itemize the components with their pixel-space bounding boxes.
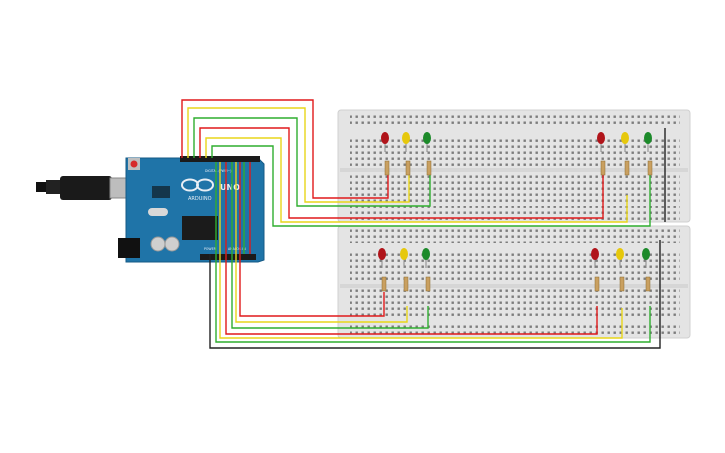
arduino-logo-icon [181,178,214,192]
wire-green-4 [215,162,651,343]
led-red-top-right[interactable] [597,132,605,152]
wire-yellow-2 [205,137,628,223]
arduino-board[interactable]: ARDUINO UNO DIGITAL (PWM~) POWER ANALOG … [118,156,265,263]
wire-red-4 [225,162,598,335]
resistor-1[interactable] [384,160,390,176]
digital-header-label: DIGITAL (PWM~) [205,169,231,173]
led-yellow-bottom-left[interactable] [400,248,408,268]
microcontroller-chip [182,216,218,240]
power-header-label: POWER [204,247,217,251]
board-model-text: UNO [220,183,240,192]
analog-header-label: ANALOG IN [228,247,246,251]
led-yellow-bottom-right[interactable] [616,248,624,268]
digital-header [180,156,260,162]
led-yellow-top-left[interactable] [402,132,410,152]
wire-green-1 [193,117,431,207]
breadboard-top[interactable] [337,109,691,223]
analog-header [200,254,256,260]
led-yellow-top-right[interactable] [621,132,629,152]
resistor-8[interactable] [403,276,409,292]
led-green-top-right[interactable] [644,132,652,152]
wire-yellow-1 [187,107,410,203]
led-red-bottom-right[interactable] [591,248,599,268]
led-green-bottom-left[interactable] [422,248,430,268]
led-green-top-left[interactable] [423,132,431,152]
resistor-12[interactable] [645,276,651,292]
resistor-6[interactable] [647,160,653,176]
resistor-4[interactable] [600,160,606,176]
led-red-top-left[interactable] [381,132,389,152]
resistor-9[interactable] [425,276,431,292]
led-green-bottom-right[interactable] [642,248,650,268]
resistor-5[interactable] [624,160,630,176]
wires[interactable] [181,99,666,349]
wire-red-1 [181,99,389,199]
resistor-2[interactable] [405,160,411,176]
resistor-10[interactable] [594,276,600,292]
board-logo-text: ARDUINO [188,196,212,202]
wire-green-2 [211,145,651,227]
wire-black-bottom [209,240,661,349]
breadboard-bottom[interactable] [337,225,691,339]
led-red-bottom-left[interactable] [378,248,386,268]
resistor-3[interactable] [426,160,432,176]
wire-red-2 [199,127,604,219]
wire-green-3 [231,162,429,329]
resistor-11[interactable] [619,276,625,292]
wire-yellow-3 [235,162,408,323]
wire-red-3 [239,162,385,317]
wire-yellow-4 [219,162,623,339]
usb-cable[interactable] [36,176,131,200]
resistor-7[interactable] [381,276,387,292]
